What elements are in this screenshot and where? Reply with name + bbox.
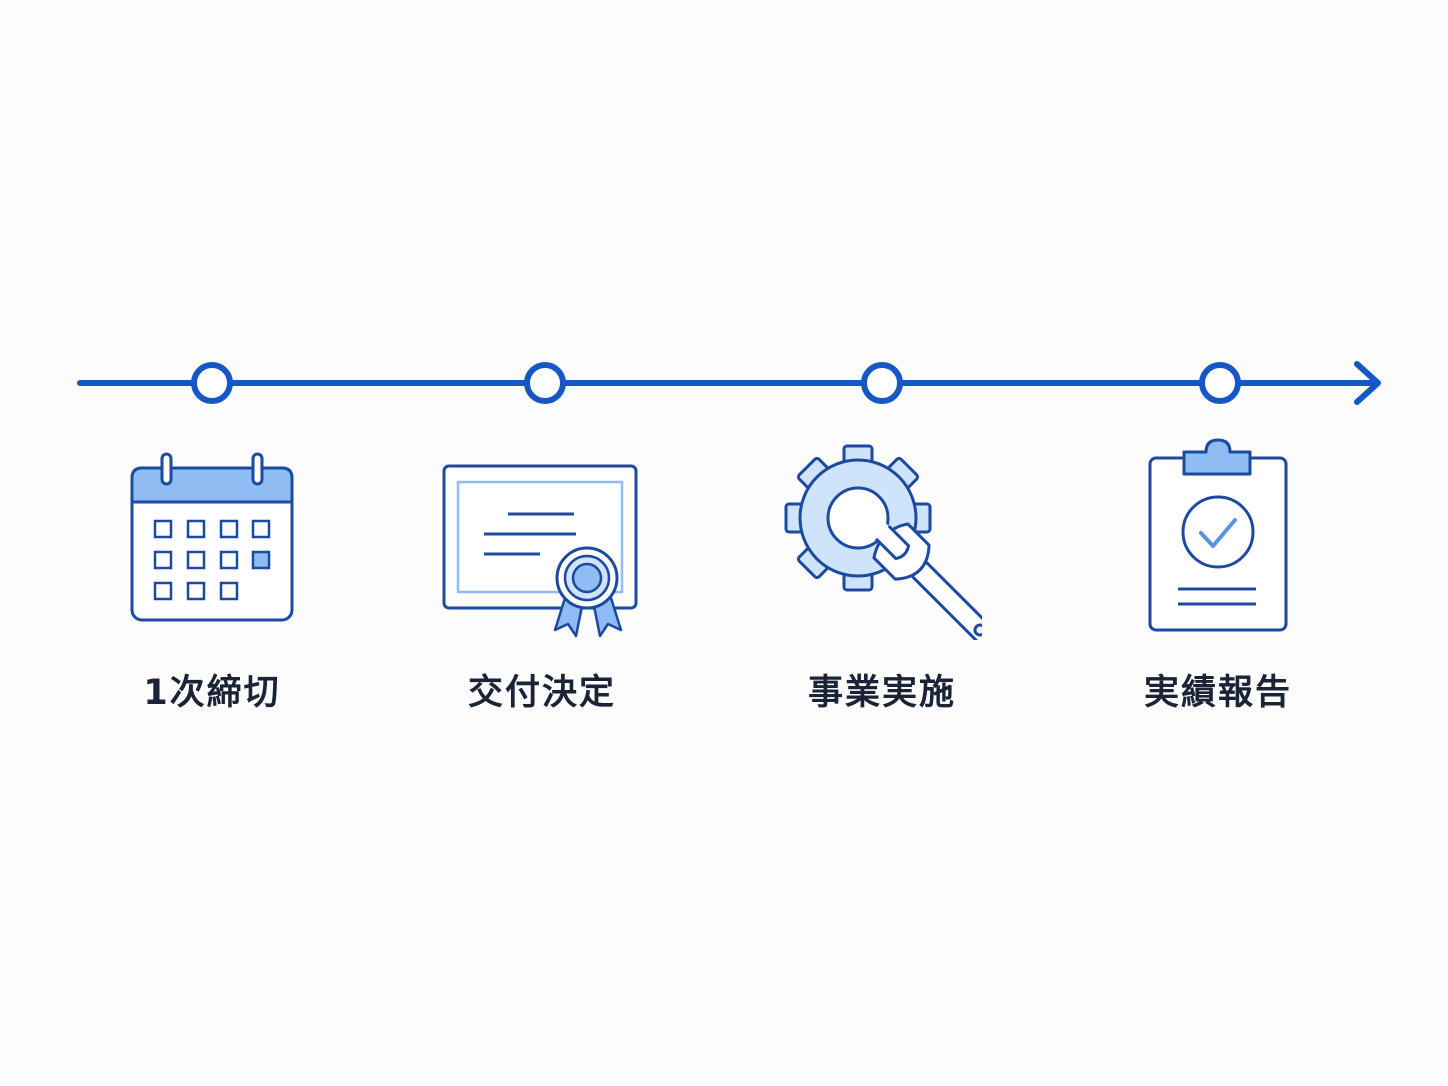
timeline-arrowhead-icon (1354, 361, 1381, 405)
clipboard-check-icon (1148, 438, 1288, 632)
step-label-3: 事業実施 (807, 673, 956, 713)
step-label-2: 交付決定 (467, 673, 616, 713)
step-label-4: 実績報告 (1143, 673, 1292, 713)
timeline-node-2 (524, 362, 566, 404)
gear-wrench-icon (784, 444, 982, 640)
certificate-icon (442, 464, 638, 638)
timeline-node-4 (1199, 362, 1241, 404)
timeline-node-3 (861, 362, 903, 404)
step-label-1: 1次締切 (143, 673, 281, 713)
calendar-icon (130, 452, 294, 622)
timeline-node-1 (191, 362, 233, 404)
